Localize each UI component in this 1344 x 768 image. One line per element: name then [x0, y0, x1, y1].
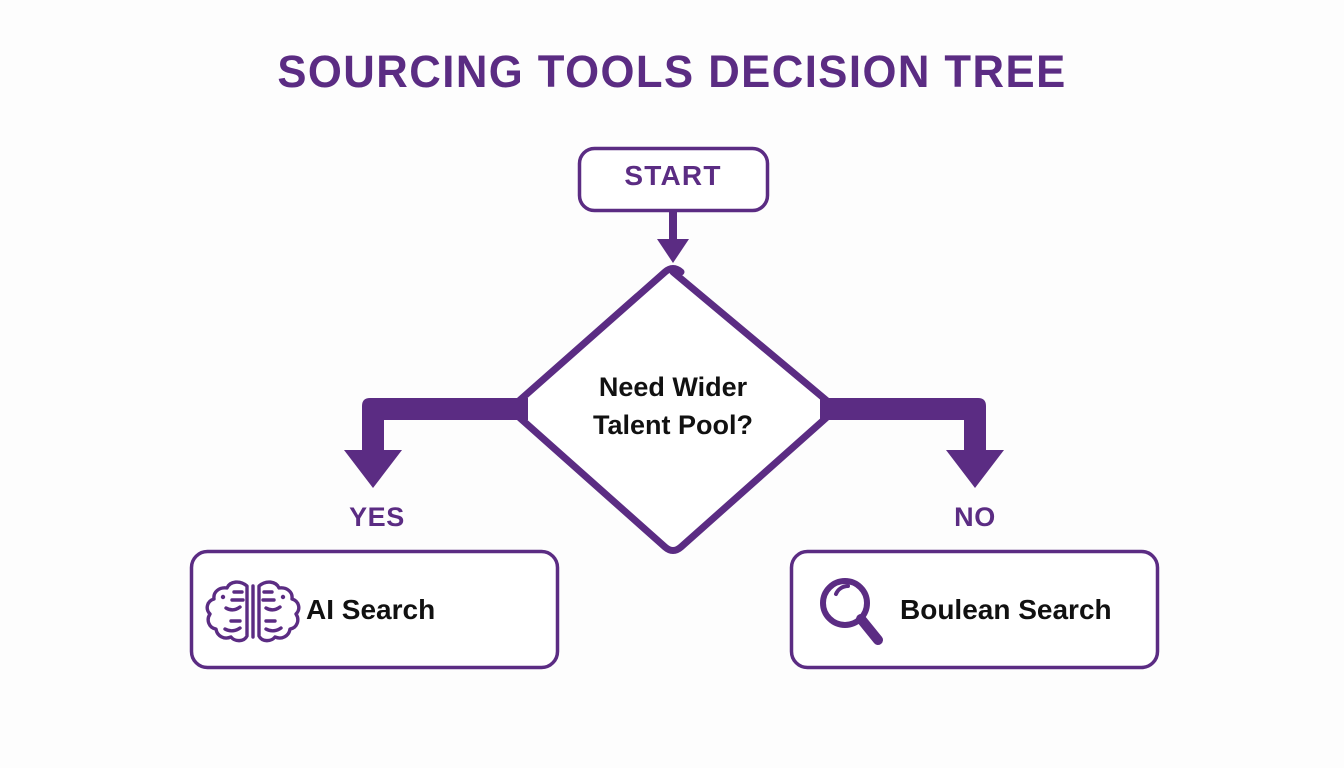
result-right-node-shape[interactable] — [789, 549, 1160, 670]
arrowhead-start-to-decision — [657, 239, 689, 263]
right-branch-arrowhead — [946, 450, 1004, 488]
brain-icon — [205, 580, 301, 643]
left-branch-stem — [362, 406, 384, 454]
decision-node-label: Need Wider Talent Pool? — [512, 368, 834, 444]
decision-line-1: Need Wider — [598, 372, 748, 402]
left-branch-elbow — [362, 398, 528, 452]
result-right-node-label: Boulean Search — [900, 594, 1112, 625]
magnifier-icon — [820, 578, 883, 645]
branch-label-no: NO — [954, 502, 996, 532]
start-node-label: START — [624, 160, 722, 191]
right-branch-stem — [964, 406, 986, 454]
result-left-node-label: AI Search — [306, 594, 436, 625]
decision-line-2: Talent Pool? — [593, 410, 753, 440]
connector-start-to-decision — [669, 210, 677, 242]
right-branch-elbow — [820, 398, 986, 452]
page-title: SOURCING TOOLS DECISION TREE — [277, 46, 1067, 97]
branch-label-yes: YES — [349, 502, 405, 532]
left-branch-arrowhead — [344, 450, 402, 488]
